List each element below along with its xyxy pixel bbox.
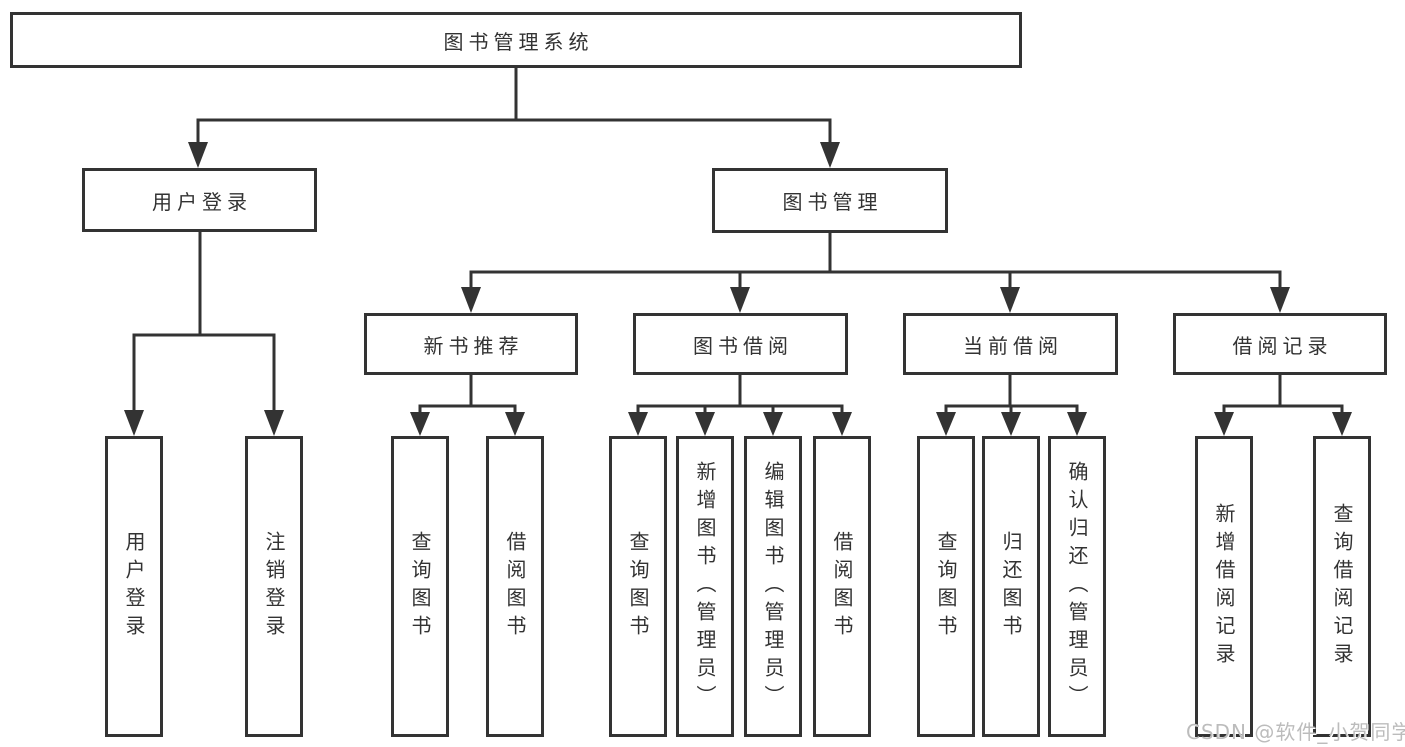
csdn-watermark: CSDN @软件_小贺同学 bbox=[1186, 720, 1405, 744]
node-book-management: 图书管理 bbox=[712, 168, 948, 233]
leaf-borrowing-edit-books-admin: 编辑图书（管理员） bbox=[744, 436, 802, 737]
node-new-book-recommendation: 新书推荐 bbox=[364, 313, 578, 375]
leaf-borrowing-query-books: 查询图书 bbox=[609, 436, 667, 737]
leaf-current-return-books: 归还图书 bbox=[982, 436, 1040, 737]
node-current-borrowing: 当前借阅 bbox=[903, 313, 1118, 375]
leaf-recommend-query-books: 查询图书 bbox=[391, 436, 449, 737]
leaf-current-confirm-return-admin: 确认归还（管理员） bbox=[1048, 436, 1106, 737]
node-root-library-system: 图书管理系统 bbox=[10, 12, 1022, 68]
leaf-current-query-books: 查询图书 bbox=[917, 436, 975, 737]
leaf-logout: 注销登录 bbox=[245, 436, 303, 737]
leaf-records-query-borrow-record: 查询借阅记录 bbox=[1313, 436, 1371, 737]
node-borrowing-records: 借阅记录 bbox=[1173, 313, 1387, 375]
leaf-records-add-borrow-record: 新增借阅记录 bbox=[1195, 436, 1253, 737]
leaf-recommend-borrow-books: 借阅图书 bbox=[486, 436, 544, 737]
leaf-user-login: 用户登录 bbox=[105, 436, 163, 737]
node-user-login: 用户登录 bbox=[82, 168, 317, 232]
leaf-borrowing-borrow-books: 借阅图书 bbox=[813, 436, 871, 737]
leaf-borrowing-add-books-admin: 新增图书（管理员） bbox=[676, 436, 734, 737]
node-book-borrowing: 图书借阅 bbox=[633, 313, 848, 375]
